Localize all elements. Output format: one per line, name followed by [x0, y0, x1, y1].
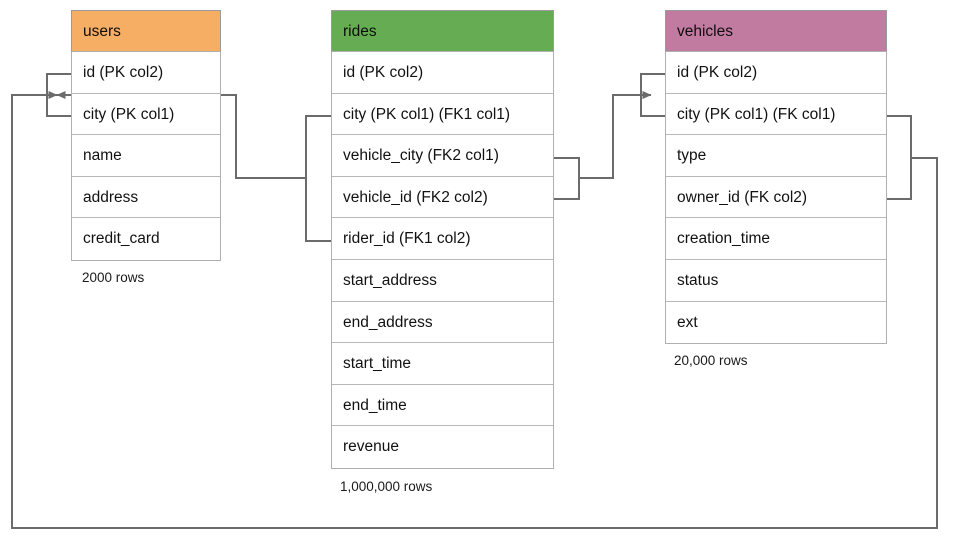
table-vehicles-column-city[interactable]: city (PK col1) (FK col1) [666, 94, 886, 136]
table-users-title: users [71, 10, 221, 52]
table-users[interactable]: users id (PK col2) city (PK col1) name a… [71, 10, 221, 261]
table-rides-column-city[interactable]: city (PK col1) (FK1 col1) [332, 94, 553, 136]
table-vehicles-title: vehicles [665, 10, 887, 52]
table-rides-column-vehicle-city[interactable]: vehicle_city (FK2 col1) [332, 135, 553, 177]
table-users-column-id[interactable]: id (PK col2) [72, 52, 220, 94]
wire-rides-to-vehicles [579, 91, 652, 179]
table-vehicles-row-count: 20,000 rows [674, 353, 748, 368]
table-rides-column-end-time[interactable]: end_time [332, 385, 553, 427]
vehicles-pk-bracket [640, 73, 665, 117]
users-pk-bracket [46, 73, 71, 117]
table-users-column-name[interactable]: name [72, 135, 220, 177]
table-vehicles-column-type[interactable]: type [666, 135, 886, 177]
table-vehicles-column-owner-id[interactable]: owner_id (FK col2) [666, 177, 886, 219]
table-vehicles-column-ext[interactable]: ext [677, 313, 698, 331]
table-vehicles-column-creation-time[interactable]: creation_time [666, 218, 886, 260]
table-vehicles-column-status[interactable]: status [666, 260, 886, 302]
table-users-row-count: 2000 rows [82, 270, 145, 285]
table-rides-column-rider-id[interactable]: rider_id (FK1 col2) [332, 218, 553, 260]
table-rides-column-id[interactable]: id (PK col2) [332, 52, 553, 94]
rides-fk1-bracket [305, 115, 331, 242]
table-rides-column-start-time[interactable]: start_time [332, 343, 553, 385]
table-users-column-address[interactable]: address [72, 177, 220, 219]
table-users-column-city[interactable]: city (PK col1) [72, 94, 220, 136]
table-rides-column-end-address[interactable]: end_address [332, 302, 553, 344]
table-rides-title: rides [331, 10, 554, 52]
table-vehicles[interactable]: vehicles id (PK col2) city (PK col1) (FK… [665, 10, 887, 345]
table-rides[interactable]: rides id (PK col2) city (PK col1) (FK1 c… [331, 10, 554, 469]
table-users-column-credit-card[interactable]: credit_card [83, 230, 160, 248]
vehicles-fk-bracket [887, 115, 912, 200]
table-rides-row-count: 1,000,000 rows [340, 479, 433, 494]
rides-fk2-bracket [554, 157, 580, 200]
table-rides-column-start-address[interactable]: start_address [332, 260, 553, 302]
table-rides-column-vehicle-id[interactable]: vehicle_id (FK2 col2) [332, 177, 553, 219]
table-rides-column-revenue[interactable]: revenue [343, 438, 400, 456]
table-vehicles-column-id[interactable]: id (PK col2) [666, 52, 886, 94]
